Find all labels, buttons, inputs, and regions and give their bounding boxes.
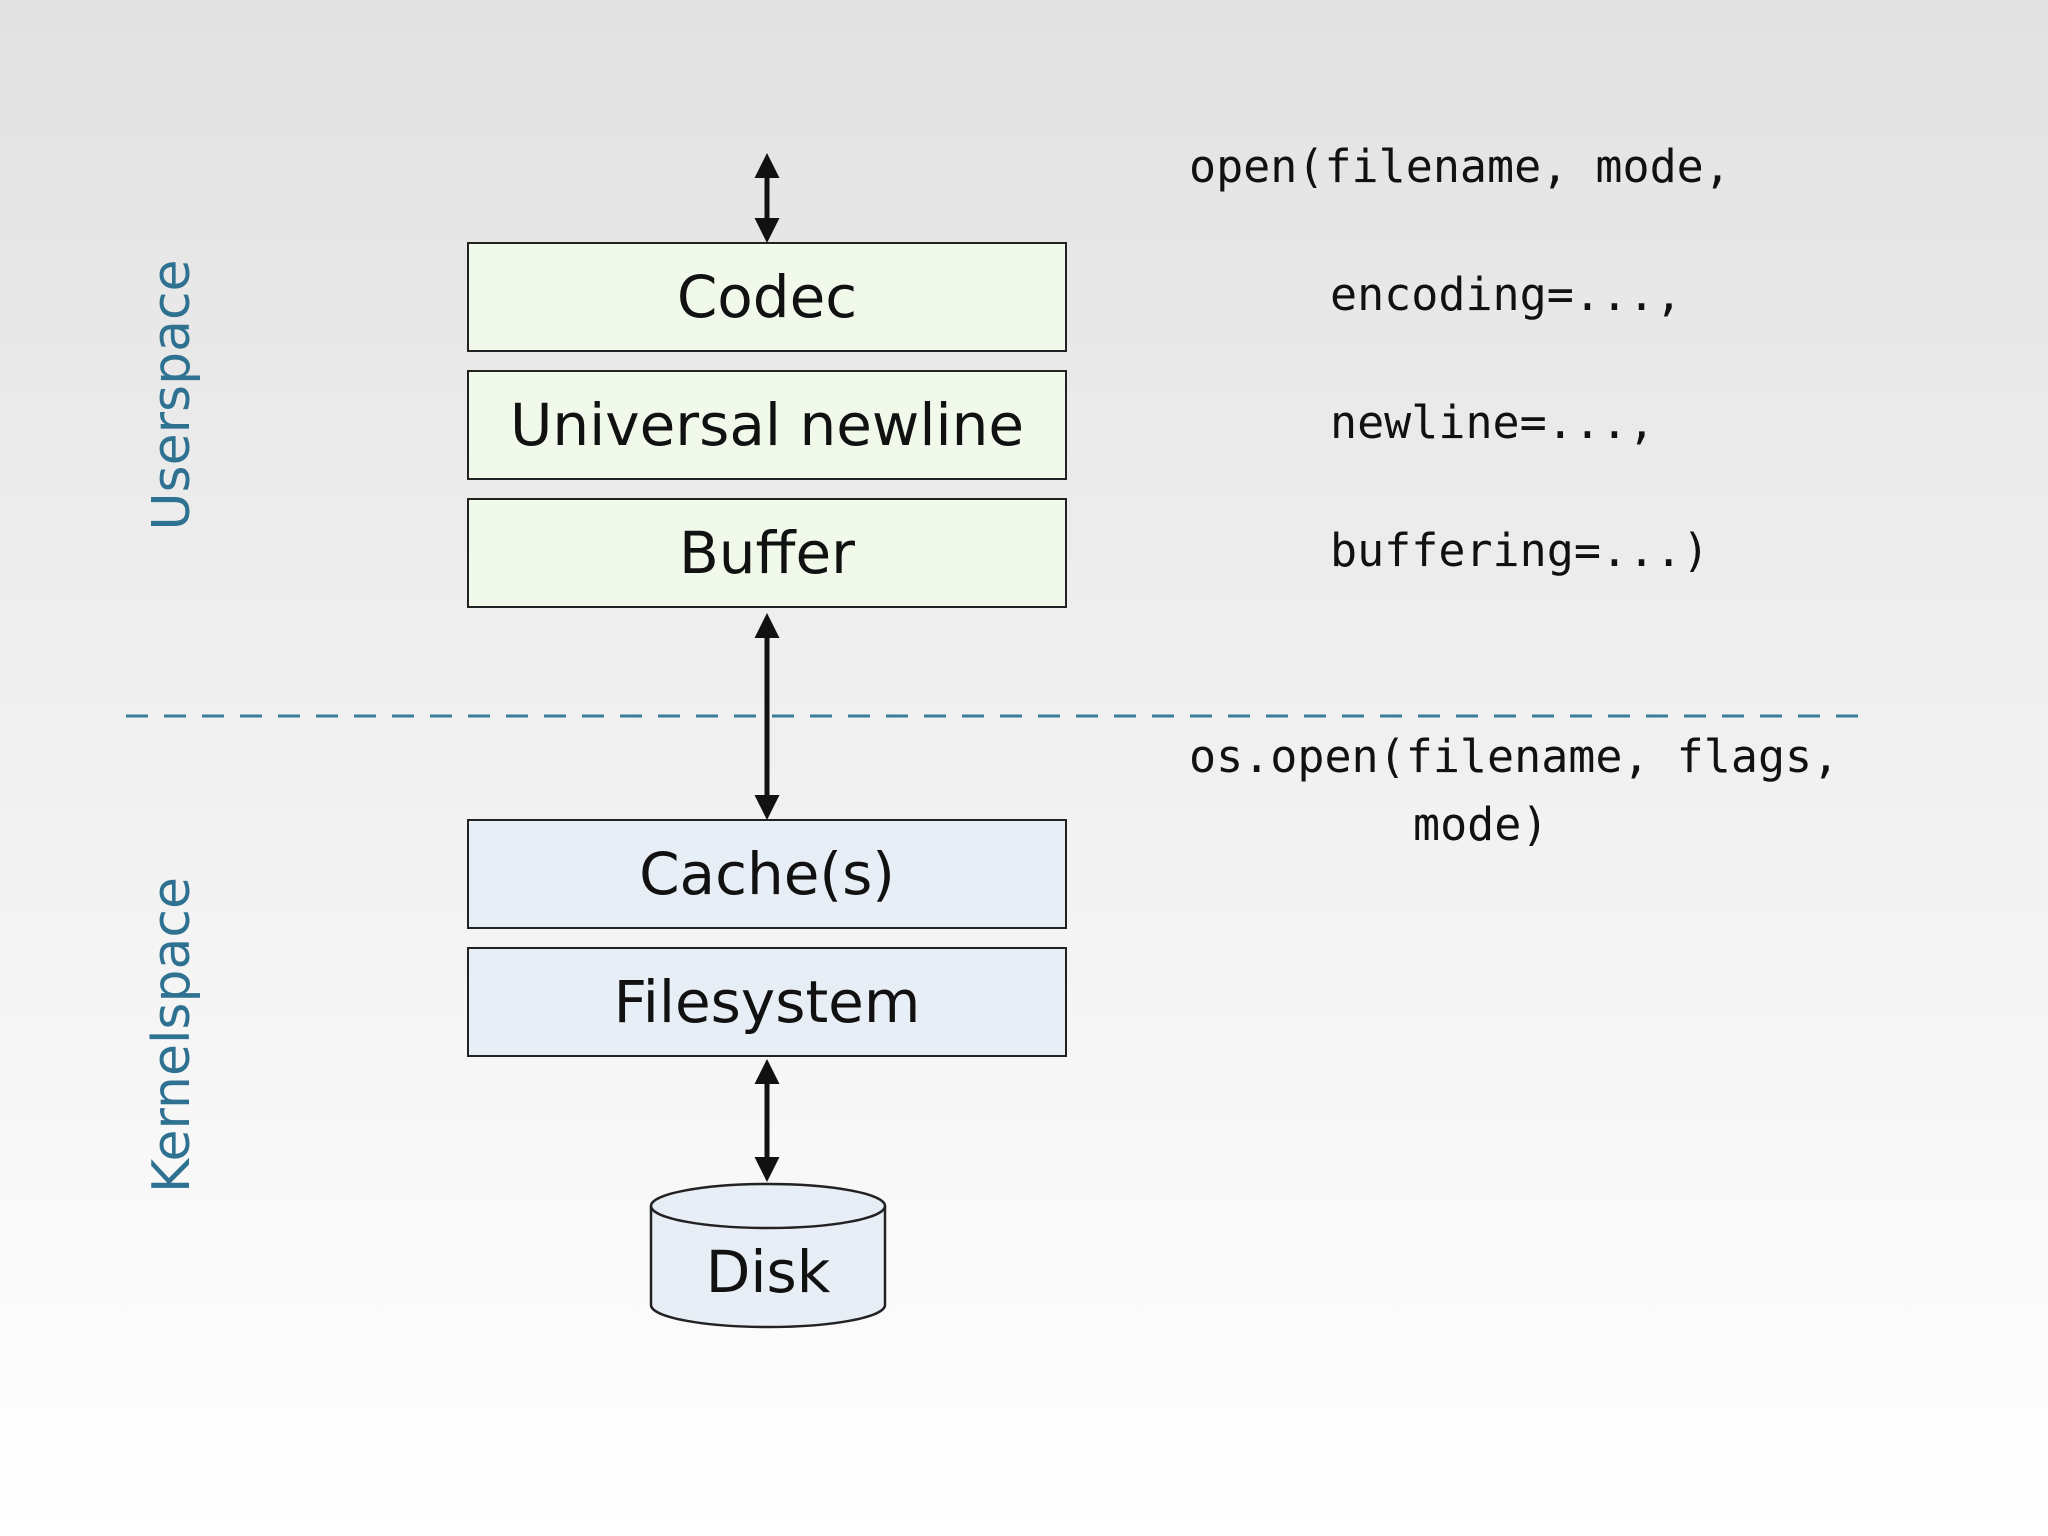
open-call-line-1: open(filename, mode,	[1189, 140, 1731, 193]
universal-newline-layer: Universal newline	[467, 370, 1067, 480]
os-open-call-mode-line: mode)	[1413, 798, 1549, 851]
open-call-newline-line: newline=...,	[1330, 396, 1656, 449]
os-open-call-line-1: os.open(filename, flags,	[1189, 730, 1840, 783]
cache-layer: Cache(s)	[467, 819, 1067, 929]
disk-label: Disk	[705, 1238, 831, 1306]
userspace-label: Userspace	[142, 259, 202, 531]
codec-layer: Codec	[467, 242, 1067, 352]
open-call-buffering-line: buffering=...)	[1330, 524, 1710, 577]
kernelspace-label: Kernelspace	[142, 877, 202, 1193]
disk-icon	[649, 1182, 887, 1329]
open-call-encoding-line: encoding=...,	[1330, 268, 1683, 321]
buffer-layer: Buffer	[467, 498, 1067, 608]
filesystem-layer: Filesystem	[467, 947, 1067, 1057]
